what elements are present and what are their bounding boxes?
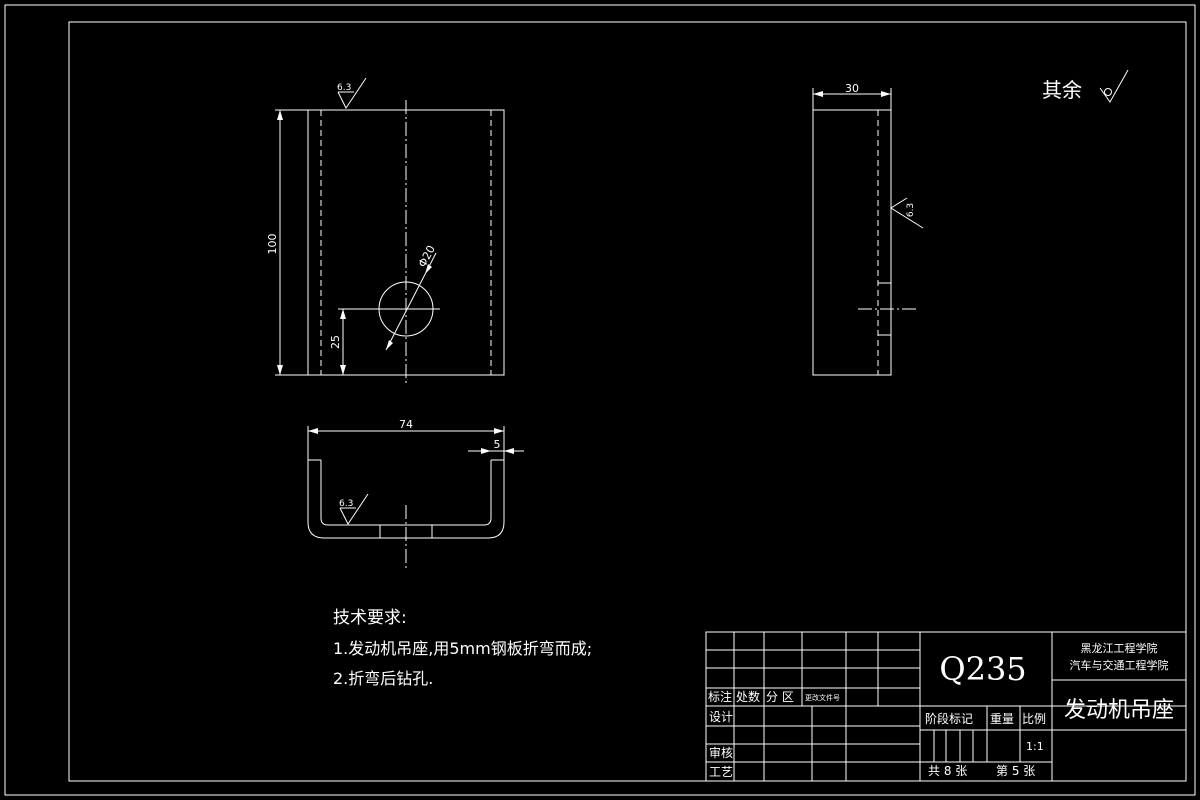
surface-rest-note: 其余: [1042, 69, 1129, 103]
part-name: 发动机吊座: [1064, 698, 1174, 723]
dim-hole-offset-label: 25: [329, 335, 342, 349]
bottom-roughness-label: 6.3: [339, 499, 353, 509]
tech-heading: 技术要求:: [333, 608, 407, 628]
dim-width-label: 30: [845, 82, 859, 95]
front-roughness-label: 6.3: [337, 83, 351, 93]
col-zone: 分 区: [766, 690, 794, 704]
title-block: 标注 处数 分 区 更改文件号 设计 审核 工艺 Q235 阶段标记 重量 比例…: [705, 631, 1187, 782]
school-name: 黑龙江工程学院: [1081, 641, 1158, 655]
stage-mark: 阶段标记: [925, 711, 973, 726]
side-roughness-label: 6.3: [906, 203, 916, 217]
roughness-icon: [1099, 69, 1129, 103]
row-design: 设计: [709, 710, 733, 724]
dim-bottom-width-label: 74: [399, 418, 413, 431]
dim-thickness-label: 5: [494, 438, 501, 451]
tech-item-2: 2.折弯后钻孔.: [333, 669, 433, 688]
col-count: 处数: [736, 689, 760, 704]
bottom-view: 74 5 6.3: [307, 418, 524, 570]
scale-value: 1:1: [1026, 740, 1044, 753]
row-review: 审核: [709, 745, 733, 760]
sheet-number: 第 5 张: [996, 764, 1035, 778]
row-process: 工艺: [709, 765, 733, 779]
outer-frame: [4, 4, 1196, 796]
side-view: 30 6.3: [812, 82, 924, 376]
tech-requirements: 技术要求: 1.发动机吊座,用5mm钢板折弯而成; 2.折弯后钻孔.: [333, 608, 592, 688]
surface-rest-label: 其余: [1042, 78, 1082, 102]
material-label: Q235: [939, 650, 1026, 688]
col-docno: 更改文件号: [805, 693, 840, 702]
inner-frame: [68, 21, 1187, 782]
scale-label: 比例: [1022, 712, 1046, 726]
front-view: 100 25 Φ20 6.3: [266, 77, 505, 385]
col-mark: 标注: [708, 689, 732, 704]
tech-item-1: 1.发动机吊座,用5mm钢板折弯而成;: [333, 639, 592, 658]
dim-height-label: 100: [266, 234, 279, 255]
sheets-total: 共 8 张: [928, 764, 967, 778]
department-name: 汽车与交通工程学院: [1070, 658, 1169, 672]
weight-label: 重量: [990, 712, 1014, 726]
